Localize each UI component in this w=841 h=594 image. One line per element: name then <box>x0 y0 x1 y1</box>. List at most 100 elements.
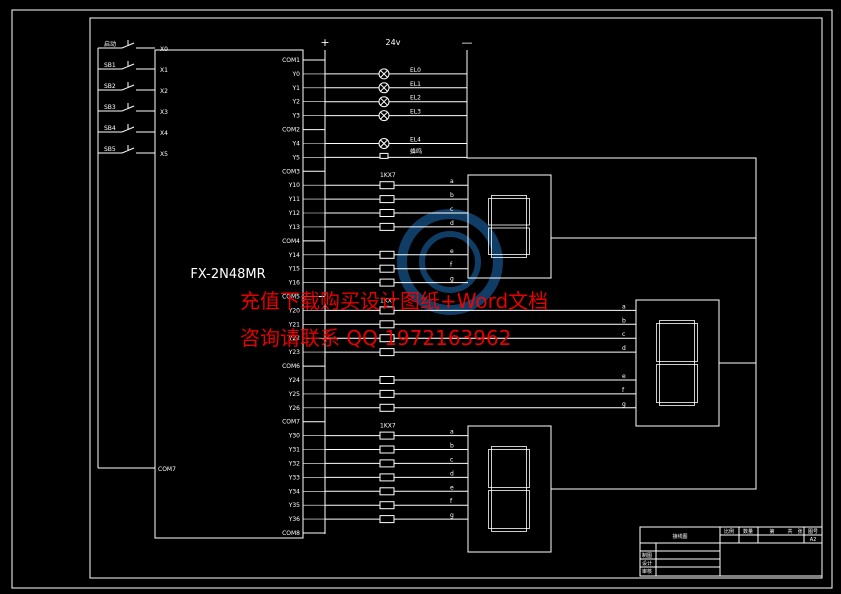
output-terminal-label: COM3 <box>282 168 300 175</box>
segment-label: a <box>450 429 454 436</box>
page-label: 张 <box>797 528 802 535</box>
output-terminal-label: Y22 <box>288 335 300 342</box>
output-terminal-label: Y12 <box>288 210 300 217</box>
lamp-label: EL2 <box>410 95 421 102</box>
segment-label: c <box>450 456 453 463</box>
output-terminal-com1: COM1 <box>282 57 325 64</box>
output-terminal-label: Y34 <box>288 488 300 495</box>
output-terminal-y23: Y23 <box>288 349 325 356</box>
segment-label: d <box>450 220 454 227</box>
lamp-el4: EL4 <box>325 137 467 149</box>
segment-label: a <box>622 303 626 310</box>
power-minus-label: — <box>462 36 473 49</box>
lamp-el2: EL2 <box>325 95 467 108</box>
output-terminal-label: Y4 <box>292 141 301 148</box>
lamp-label: EL4 <box>410 137 421 144</box>
drawing-border <box>11 9 833 589</box>
sheet-label: 第 <box>769 528 774 535</box>
output-terminal-label: Y2 <box>292 99 301 106</box>
output-terminal-label: Y23 <box>288 349 300 356</box>
watermark-line-2: 咨询请联系 QQ 1972163962 <box>240 326 512 350</box>
output-terminal-com6: COM6 <box>282 363 325 370</box>
segment-label: e <box>450 484 454 491</box>
drawing-no-label: 图号 <box>808 529 818 535</box>
output-terminal-label: Y13 <box>288 224 300 231</box>
buzzer: 蜂鸣 <box>325 147 467 159</box>
output-terminal-y10: Y10 <box>288 182 325 189</box>
drawing-name: 接线图 <box>672 533 687 540</box>
output-terminal-label: Y35 <box>288 502 300 509</box>
output-terminal-label: Y0 <box>292 71 301 78</box>
output-terminal-y32: Y32 <box>288 460 325 467</box>
output-terminal-label: Y24 <box>288 377 300 384</box>
output-terminal-label: COM4 <box>282 238 300 245</box>
lamp-label: EL3 <box>410 109 421 116</box>
output-terminal-label: Y14 <box>288 252 300 259</box>
output-terminal-label: Y11 <box>288 196 300 203</box>
output-terminal-y4: Y4 <box>292 141 325 148</box>
segment-label: b <box>450 443 454 450</box>
output-terminal-com3: COM3 <box>282 168 325 175</box>
output-terminal-y12: Y12 <box>288 210 325 217</box>
output-terminal-y3: Y3 <box>292 113 325 120</box>
output-terminal-y21: Y21 <box>288 321 325 328</box>
output-terminal-label: Y5 <box>292 154 301 161</box>
lamp-el3: EL3 <box>325 109 467 122</box>
segment-label: f <box>450 262 453 269</box>
output-terminal-y34: Y34 <box>288 488 325 495</box>
output-terminal-label: Y32 <box>288 460 300 467</box>
output-terminal-y20: Y20 <box>288 307 325 314</box>
lamp-label: EL0 <box>410 67 421 74</box>
output-terminal-y36: Y36 <box>288 516 325 523</box>
input-terminal-label: X5 <box>160 151 168 158</box>
input-common-label: COM7 <box>158 466 176 473</box>
output-terminal-label: Y31 <box>288 447 300 454</box>
input-switch-label: SB5 <box>104 146 116 153</box>
output-terminal-label: Y10 <box>288 182 300 189</box>
segment-label: c <box>450 206 453 213</box>
output-terminal-y24: Y24 <box>288 377 325 384</box>
output-terminal-y14: Y14 <box>288 252 325 259</box>
output-terminal-label: COM6 <box>282 363 300 370</box>
output-terminal-y15: Y15 <box>288 266 325 273</box>
segment-label: d <box>622 345 626 352</box>
output-terminal-label: COM8 <box>282 530 300 537</box>
segment-label: g <box>450 276 454 283</box>
output-terminal-y0: Y0 <box>292 71 325 78</box>
output-terminal-y5: Y5 <box>292 154 325 161</box>
resistor-group-label: 1KX7 <box>380 423 396 430</box>
resistor-group-label: 1KX7 <box>380 297 396 304</box>
output-terminal-label: Y30 <box>288 433 300 440</box>
input-terminal-label: X2 <box>160 88 168 95</box>
output-terminal-com2: COM2 <box>282 127 325 134</box>
power-voltage-label: 24v <box>386 38 401 47</box>
lamp-el0: EL0 <box>325 67 467 80</box>
total-label: 共 <box>787 528 792 535</box>
seven-seg-display-box <box>467 174 552 279</box>
plc-model-label: FX-2N48MR <box>190 267 265 282</box>
output-terminal-label: COM1 <box>282 57 300 64</box>
output-terminal-label: Y21 <box>288 321 300 328</box>
output-terminal-y26: Y26 <box>288 405 325 412</box>
lamp-label: EL1 <box>410 81 421 88</box>
plc-outputs: COM1Y0Y1Y2Y3COM2Y4Y5COM3Y10Y11Y12Y13COM4… <box>282 57 467 537</box>
output-terminal-label: Y3 <box>292 113 301 120</box>
output-terminal-label: Y25 <box>288 391 300 398</box>
output-terminal-label: COM2 <box>282 127 300 134</box>
segment-label: c <box>622 331 625 338</box>
inner-frame <box>89 17 823 579</box>
output-terminal-label: Y20 <box>288 307 300 314</box>
segment-label: f <box>622 387 625 394</box>
output-terminal-label: Y26 <box>288 405 300 412</box>
segment-label: g <box>622 401 626 408</box>
output-terminal-y13: Y13 <box>288 224 325 231</box>
watermark-line-1: 充值下载购买设计图纸+Word文档 <box>240 289 549 313</box>
resistor-group-label: 1KX7 <box>380 172 396 179</box>
output-terminal-label: COM7 <box>282 419 300 426</box>
